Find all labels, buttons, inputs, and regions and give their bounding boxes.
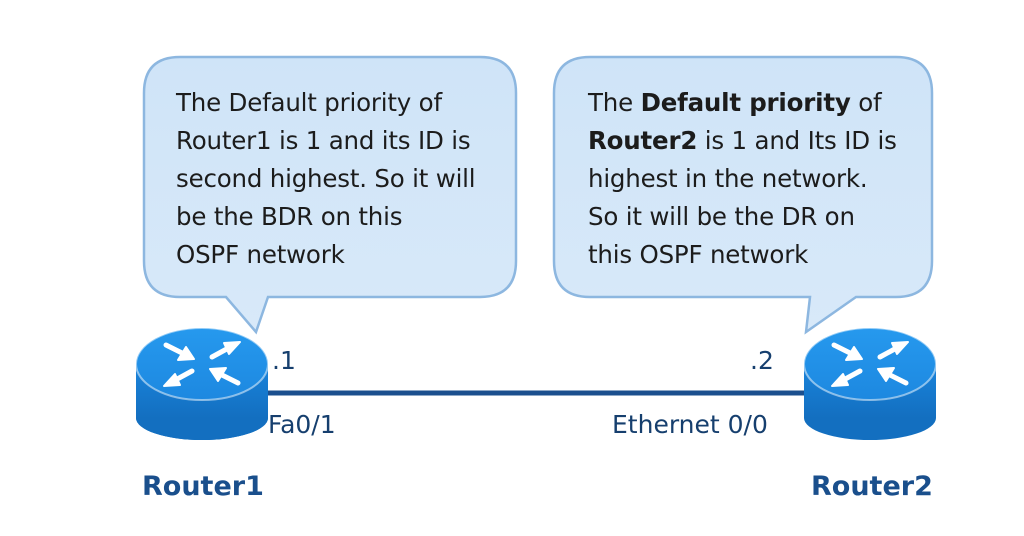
speech-bubble-left [142,55,518,335]
bubble-left-line-5: OSPF network [176,240,345,269]
bubble-right-default-priority: Default priority [640,88,851,117]
bubble-right-line-5: this OSPF network [588,240,809,269]
bubble-right-line-3: highest in the network. [588,164,868,193]
bubble-right-text: The Default priority of Router2 is 1 and… [588,84,897,274]
bubble-right-line-1-pre: The [588,88,641,117]
bubble-left-line-4: be the BDR on this [176,202,403,231]
bubble-right-line-4: So it will be the DR on [588,202,855,231]
bubble-left-line-3: second highest. So it will [176,164,476,193]
bubble-left-line-2: Router1 is 1 and its ID is [176,126,471,155]
bubble-right-line-1: The Default priority of [588,84,897,122]
bubble-left-line-1: The Default priority of [176,88,442,117]
bubble-right-line-1-post: of [850,88,882,117]
speech-bubble-right [552,55,934,335]
bubble-right-router2: Router2 [588,126,698,155]
bubble-right-line-2: Router2 is 1 and Its ID is [588,122,897,160]
router1-icon [135,327,269,440]
router2-interface-label: Ethernet 0/0 [612,410,768,439]
bubble-left-text: The Default priority of Router1 is 1 and… [176,84,476,274]
router1-ip-suffix: .1 [272,346,296,375]
router2-name: Router2 [811,471,933,502]
router1-name: Router1 [142,471,264,502]
router2-ip-suffix: .2 [750,346,774,375]
router1-interface-label: Fa0/1 [268,410,336,439]
router2-icon [803,327,937,440]
bubble-right-line-2-post: is 1 and Its ID is [697,126,897,155]
